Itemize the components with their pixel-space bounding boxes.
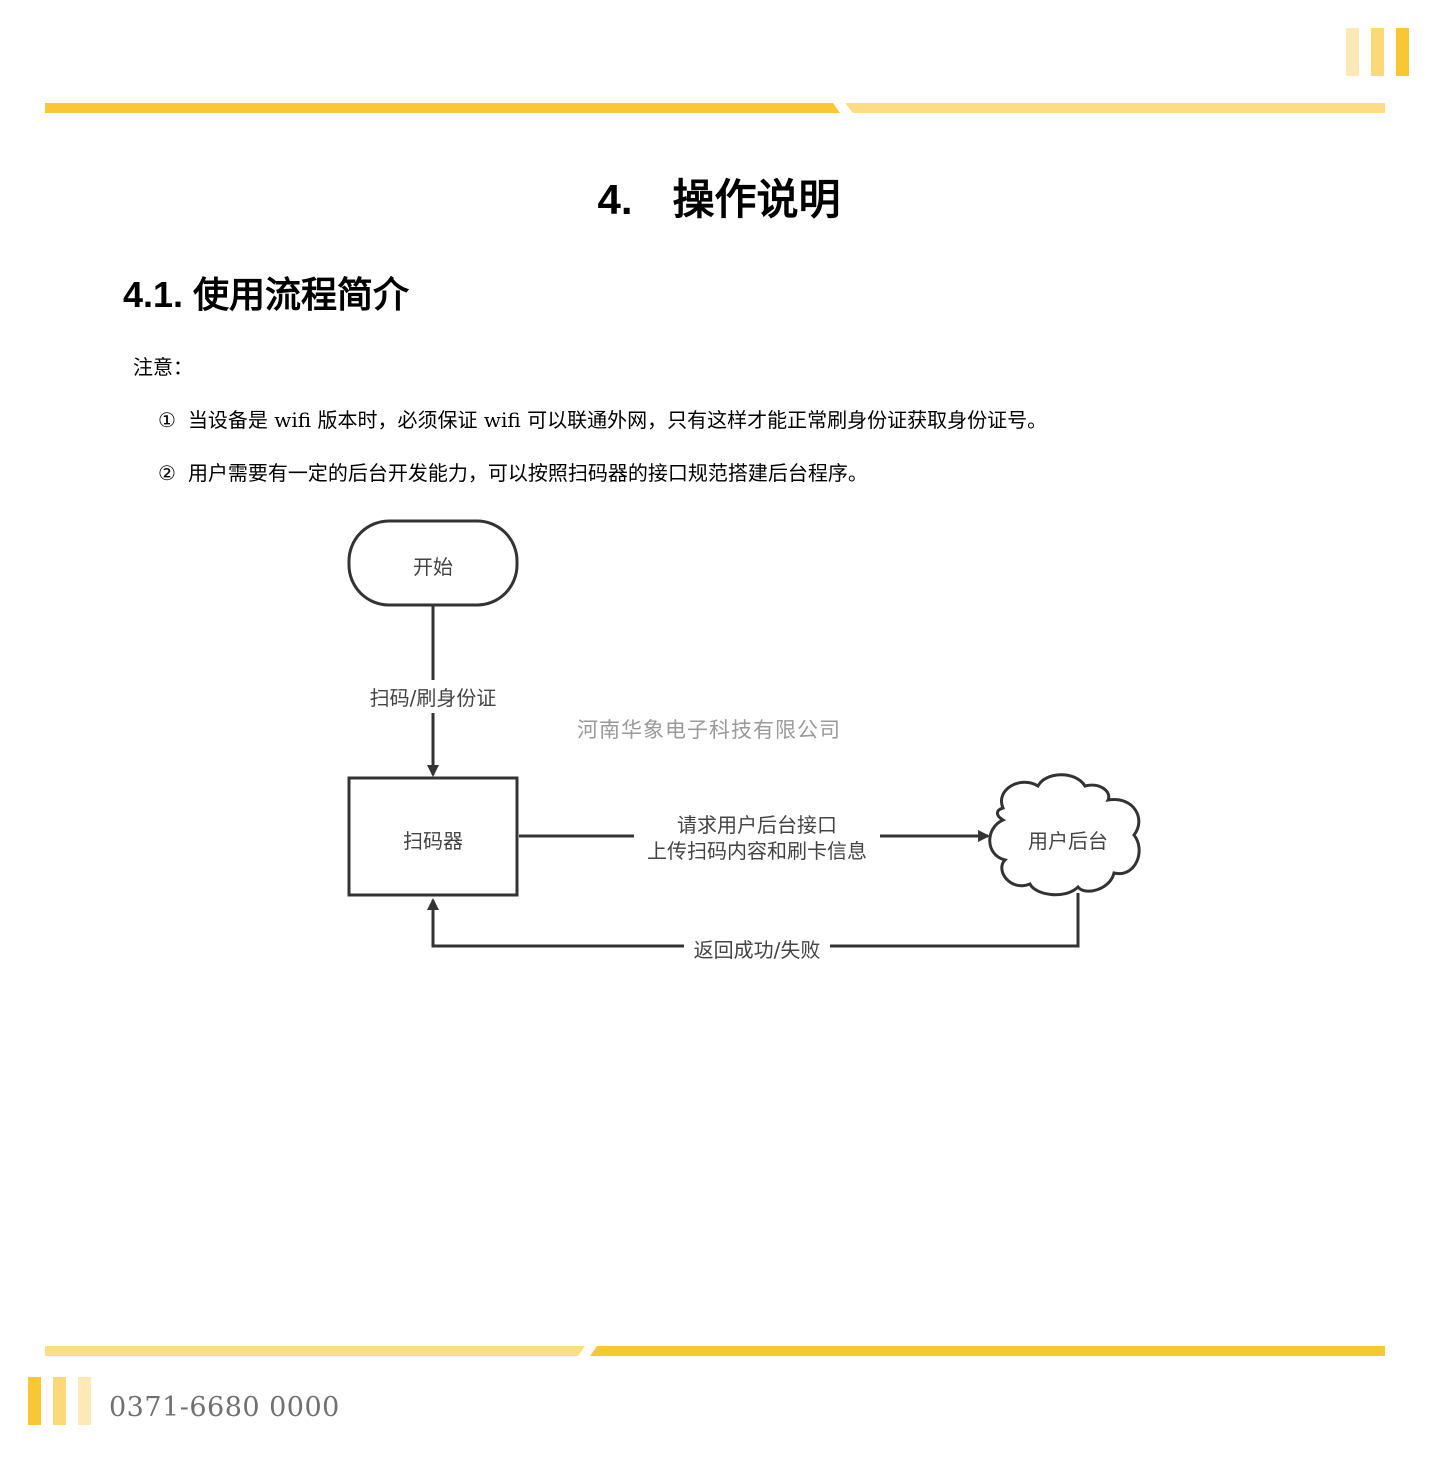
note-number: ①: [158, 408, 176, 432]
note-text: 当设备是 wifi 版本时，必须保证 wifi 可以联通外网，只有这样才能正常刷…: [187, 408, 1048, 432]
note-item: ② 用户需要有一定的后台开发能力，可以按照扫码器的接口规范搭建后台程序。: [158, 457, 868, 486]
footer-logo-bars: [28, 1377, 92, 1425]
scanner-node-shape: [347, 776, 519, 897]
header-bar-1: [1346, 28, 1359, 76]
backend-cloud-shape: [988, 773, 1141, 897]
note-item: ① 当设备是 wifi 版本时，必须保证 wifi 可以联通外网，只有这样才能正常…: [158, 404, 1047, 433]
section-title: 4.1.使用流程简介: [123, 266, 409, 318]
footer-bar-2: [53, 1377, 66, 1425]
section-number: 4.1.: [123, 274, 184, 315]
company-watermark: 河南华象电子科技有限公司: [577, 718, 841, 742]
edge-label-request: 请求用户后台接口 上传扫码内容和刷卡信息: [634, 812, 880, 864]
edge-label-return: 返回成功/失败: [684, 934, 830, 963]
header-bar-2: [1371, 28, 1384, 76]
header-bar-3: [1396, 28, 1409, 76]
backend-node-label: 用户后台: [1028, 829, 1108, 853]
footer-bar-1: [28, 1377, 41, 1425]
header-divider: [45, 103, 1385, 113]
section-title-text: 使用流程简介: [193, 274, 410, 315]
edge-label-scan: 扫码/刷身份证: [360, 680, 506, 713]
chapter-title-text: 操作说明: [672, 176, 841, 223]
start-node-label: 开始: [413, 555, 453, 579]
chapter-number: 4.: [597, 176, 633, 223]
note-text: 用户需要有一定的后台开发能力，可以按照扫码器的接口规范搭建后台程序。: [187, 461, 868, 485]
note-label: 注意：: [133, 355, 193, 379]
header-logo-bars: [1346, 28, 1410, 76]
note-number: ②: [158, 461, 176, 485]
footer-divider: [45, 1346, 1385, 1356]
edge-label-request-line2: 上传扫码内容和刷卡信息: [647, 839, 867, 863]
chapter-title: 4. 操作说明: [0, 166, 1438, 227]
footer-phone-number: 0371-6680 0000: [109, 1392, 340, 1423]
footer-bar-3: [78, 1377, 91, 1425]
scanner-node-label: 扫码器: [403, 829, 463, 853]
edge-label-request-line1: 请求用户后台接口: [677, 813, 837, 837]
